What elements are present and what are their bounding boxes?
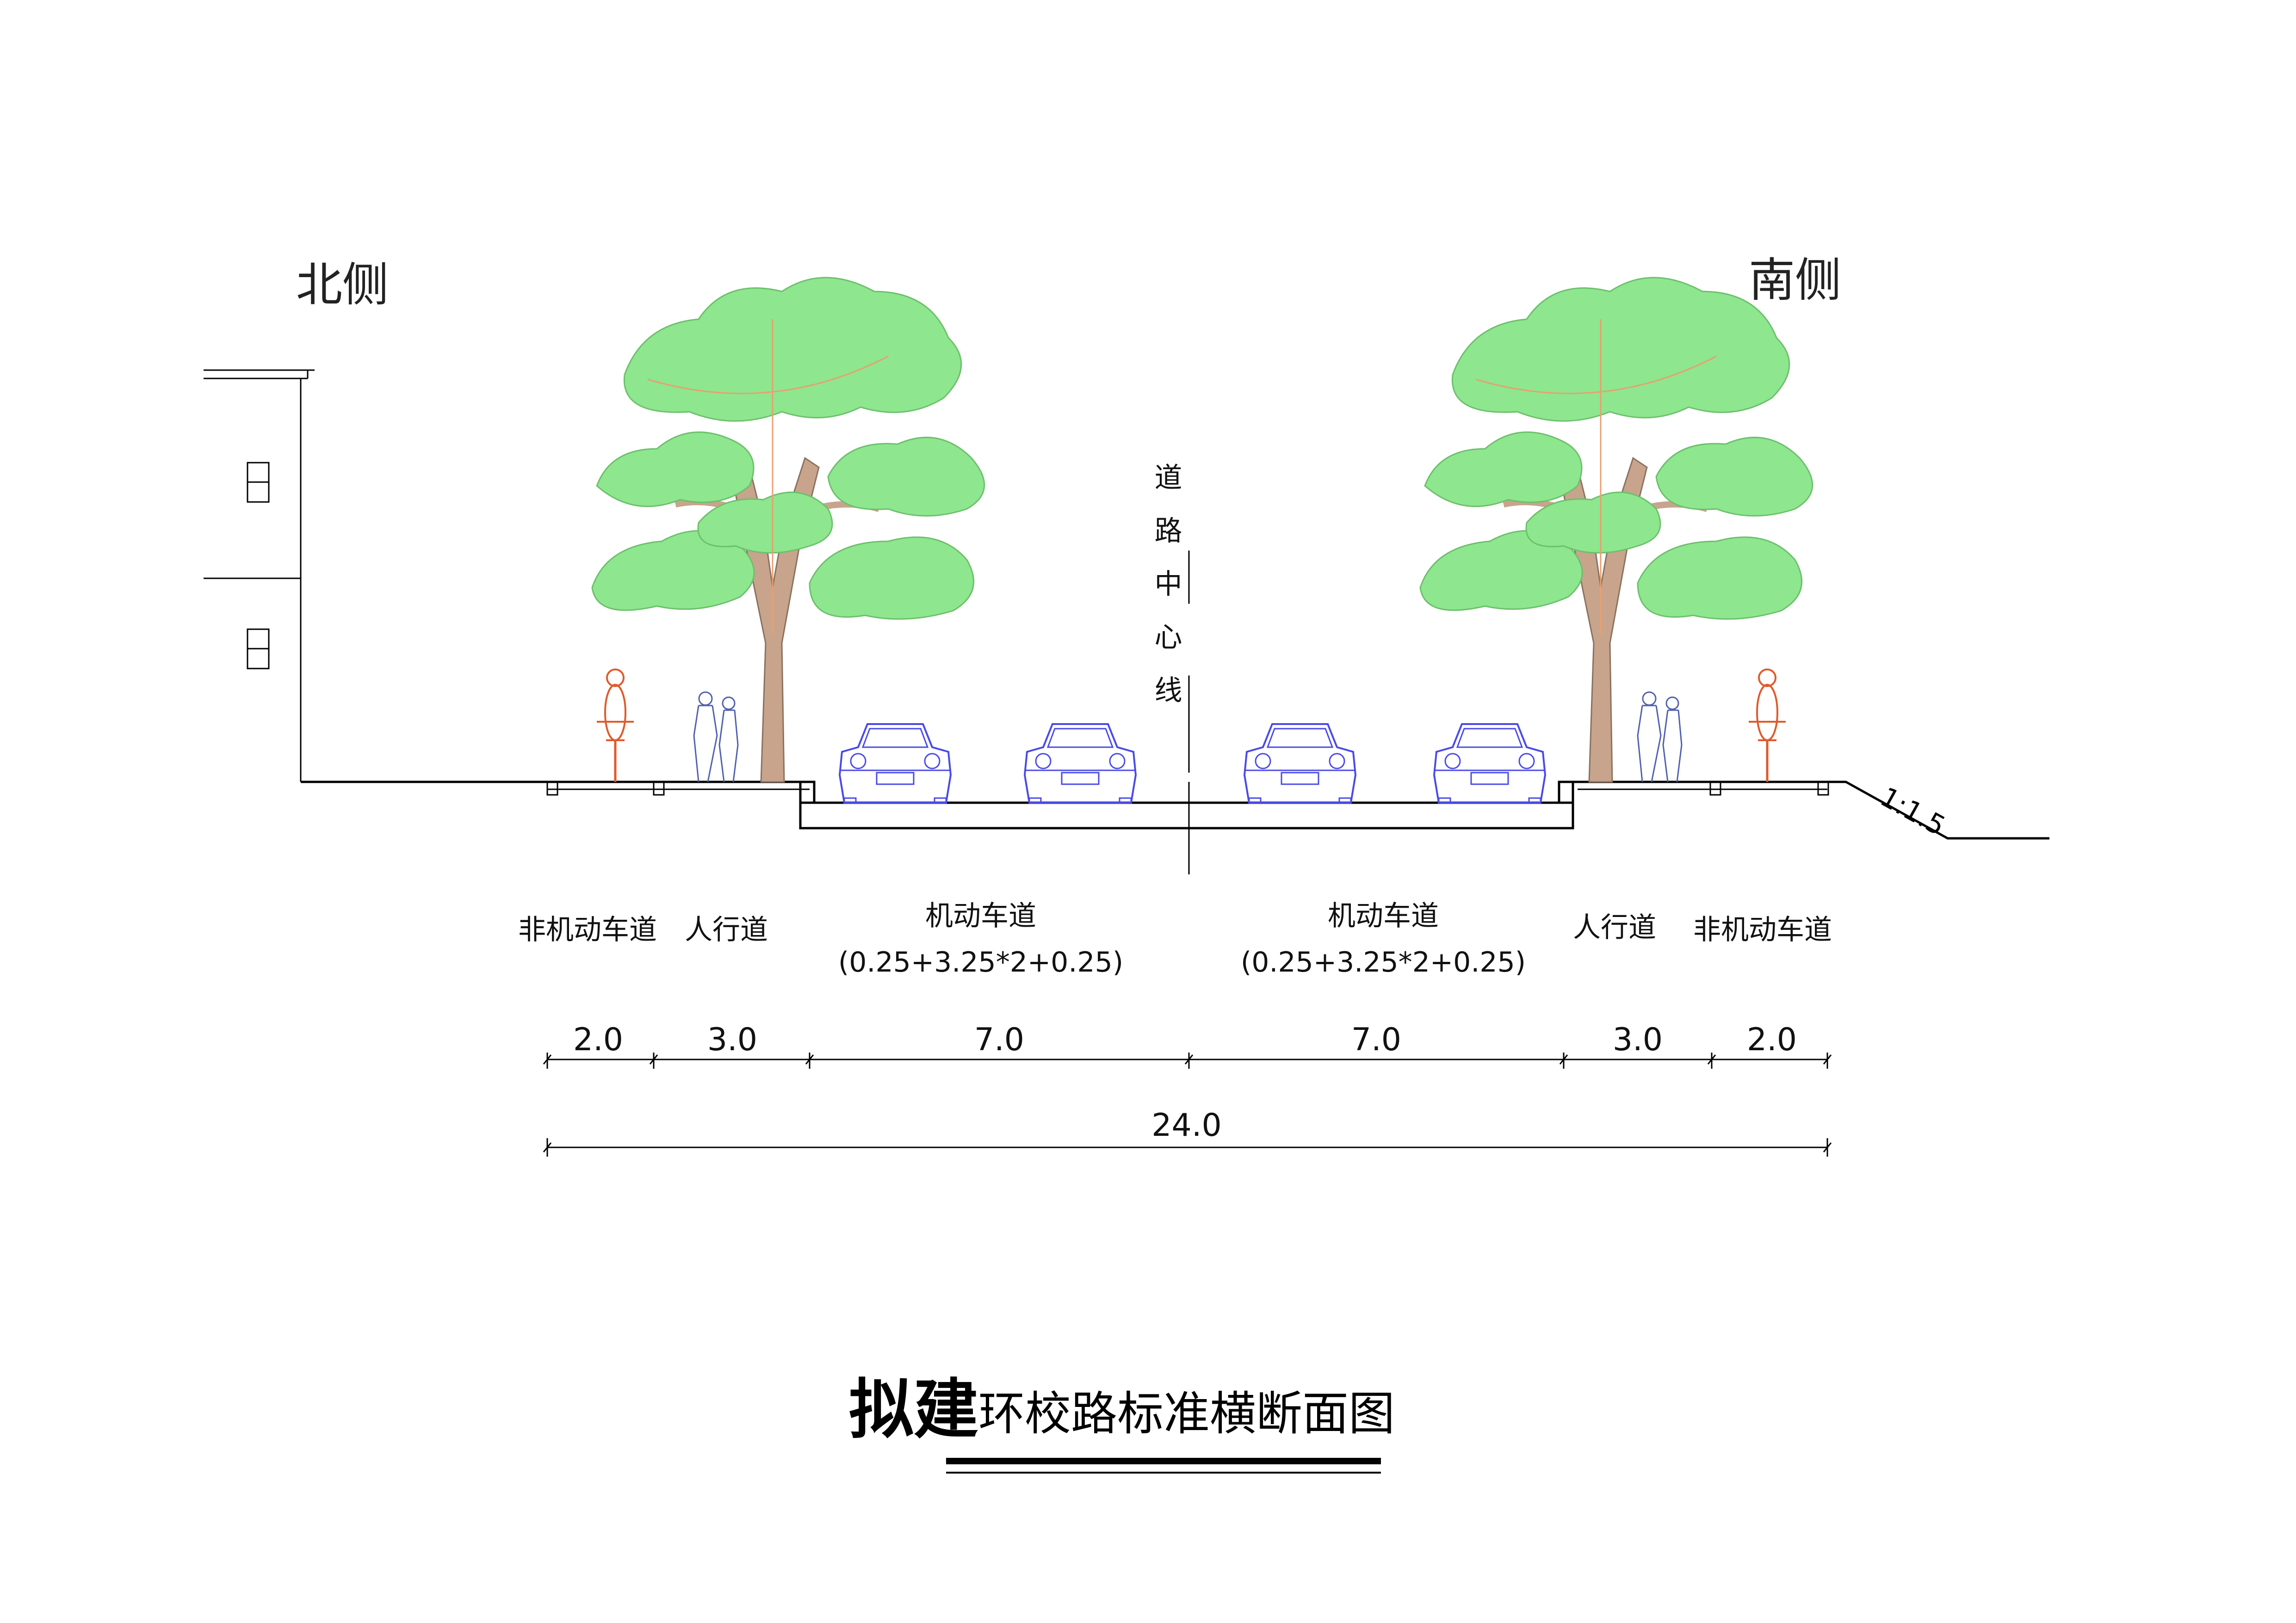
lane-label: 人行道 <box>685 914 768 946</box>
centerline-label: 道路中心线 <box>1150 463 1182 729</box>
pedestrians-north-icon <box>693 691 739 783</box>
lane-label: 非机动车道 <box>518 914 657 946</box>
total-width-value: 24.0 <box>1151 1107 1221 1144</box>
building <box>204 369 315 782</box>
lane-label: 人行道 <box>1573 911 1656 944</box>
car-icon <box>839 723 952 804</box>
dimension-value: 2.0 <box>1747 1022 1797 1058</box>
dimension-value: 3.0 <box>707 1022 757 1058</box>
pedestrians-south-icon <box>1637 691 1683 783</box>
slope-label: 1:1.5 <box>1875 781 1950 842</box>
width-dimensions <box>543 1053 1832 1157</box>
dimension-value: 3.0 <box>1613 1022 1663 1058</box>
car-icon <box>1433 723 1546 804</box>
cyclist-north-icon <box>597 669 634 782</box>
lane-detail: (0.25+3.25*2+0.25) <box>838 946 1123 979</box>
cyclist-south-icon <box>1749 669 1786 782</box>
drawing-title: 环校路标准横断面图 <box>978 1387 1395 1441</box>
lane-labels: 非机动车道 人行道 机动车道 (0.25+3.25*2+0.25) 机动车道 (… <box>518 900 1832 979</box>
north-side-label: 北侧 <box>296 258 389 312</box>
car-icon <box>1024 723 1137 804</box>
south-side-label: 南侧 <box>1749 253 1841 307</box>
lane-detail: (0.25+3.25*2+0.25) <box>1241 946 1526 979</box>
drawing-title-prefix: 拟建 <box>849 1372 978 1448</box>
dimension-value: 7.0 <box>1351 1022 1401 1058</box>
car-icon <box>1244 723 1356 804</box>
lane-label: 机动车道 <box>925 900 1036 932</box>
street-tree-south <box>1420 278 1813 782</box>
lane-label: 机动车道 <box>1328 900 1439 932</box>
dimension-value: 2.0 <box>573 1022 623 1058</box>
road-profile <box>301 781 2049 840</box>
dimension-value: 7.0 <box>974 1022 1024 1058</box>
street-tree-north <box>592 278 984 782</box>
lane-label: 非机动车道 <box>1693 914 1832 946</box>
